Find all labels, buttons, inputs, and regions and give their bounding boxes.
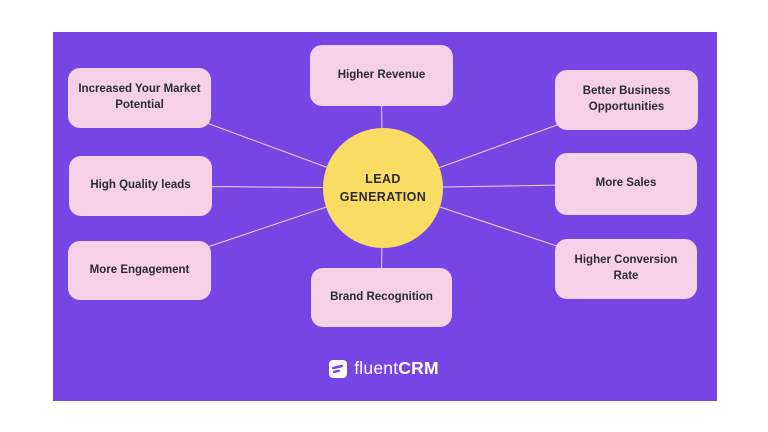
node-better-business-opportunities: Better Business Opportunities	[555, 70, 698, 130]
node-higher-conversion-rate: Higher Conversion Rate	[555, 239, 697, 299]
center-node-lead-generation: LEAD GENERATION	[323, 128, 443, 248]
center-node-label: LEAD GENERATION	[339, 171, 427, 204]
node-label: High Quality leads	[90, 179, 191, 192]
brand-name-bold: CRM	[398, 358, 439, 378]
node-increased-market-potential: Increased Your Market Potential	[68, 68, 211, 128]
node-label: More Engagement	[89, 263, 190, 276]
node-label: Better Business Opportunities	[582, 85, 671, 113]
node-label: Higher Conversion Rate	[574, 254, 678, 282]
node-label: Increased Your Market Potential	[78, 83, 201, 111]
brand-name-regular: fluent	[354, 358, 399, 378]
node-more-engagement: More Engagement	[68, 241, 211, 300]
node-more-sales: More Sales	[555, 153, 697, 215]
node-high-quality-leads: High Quality leads	[69, 156, 212, 216]
node-brand-recognition: Brand Recognition	[311, 268, 452, 327]
brand-wordmark: fluentCRM	[354, 358, 438, 379]
fluentcrm-logo-icon	[329, 359, 348, 378]
node-label: Higher Revenue	[337, 68, 426, 81]
node-label: Brand Recognition	[330, 290, 433, 303]
node-higher-revenue: Higher Revenue	[310, 45, 453, 106]
brand-logo: fluentCRM	[0, 358, 768, 379]
node-label: More Sales	[595, 177, 657, 190]
